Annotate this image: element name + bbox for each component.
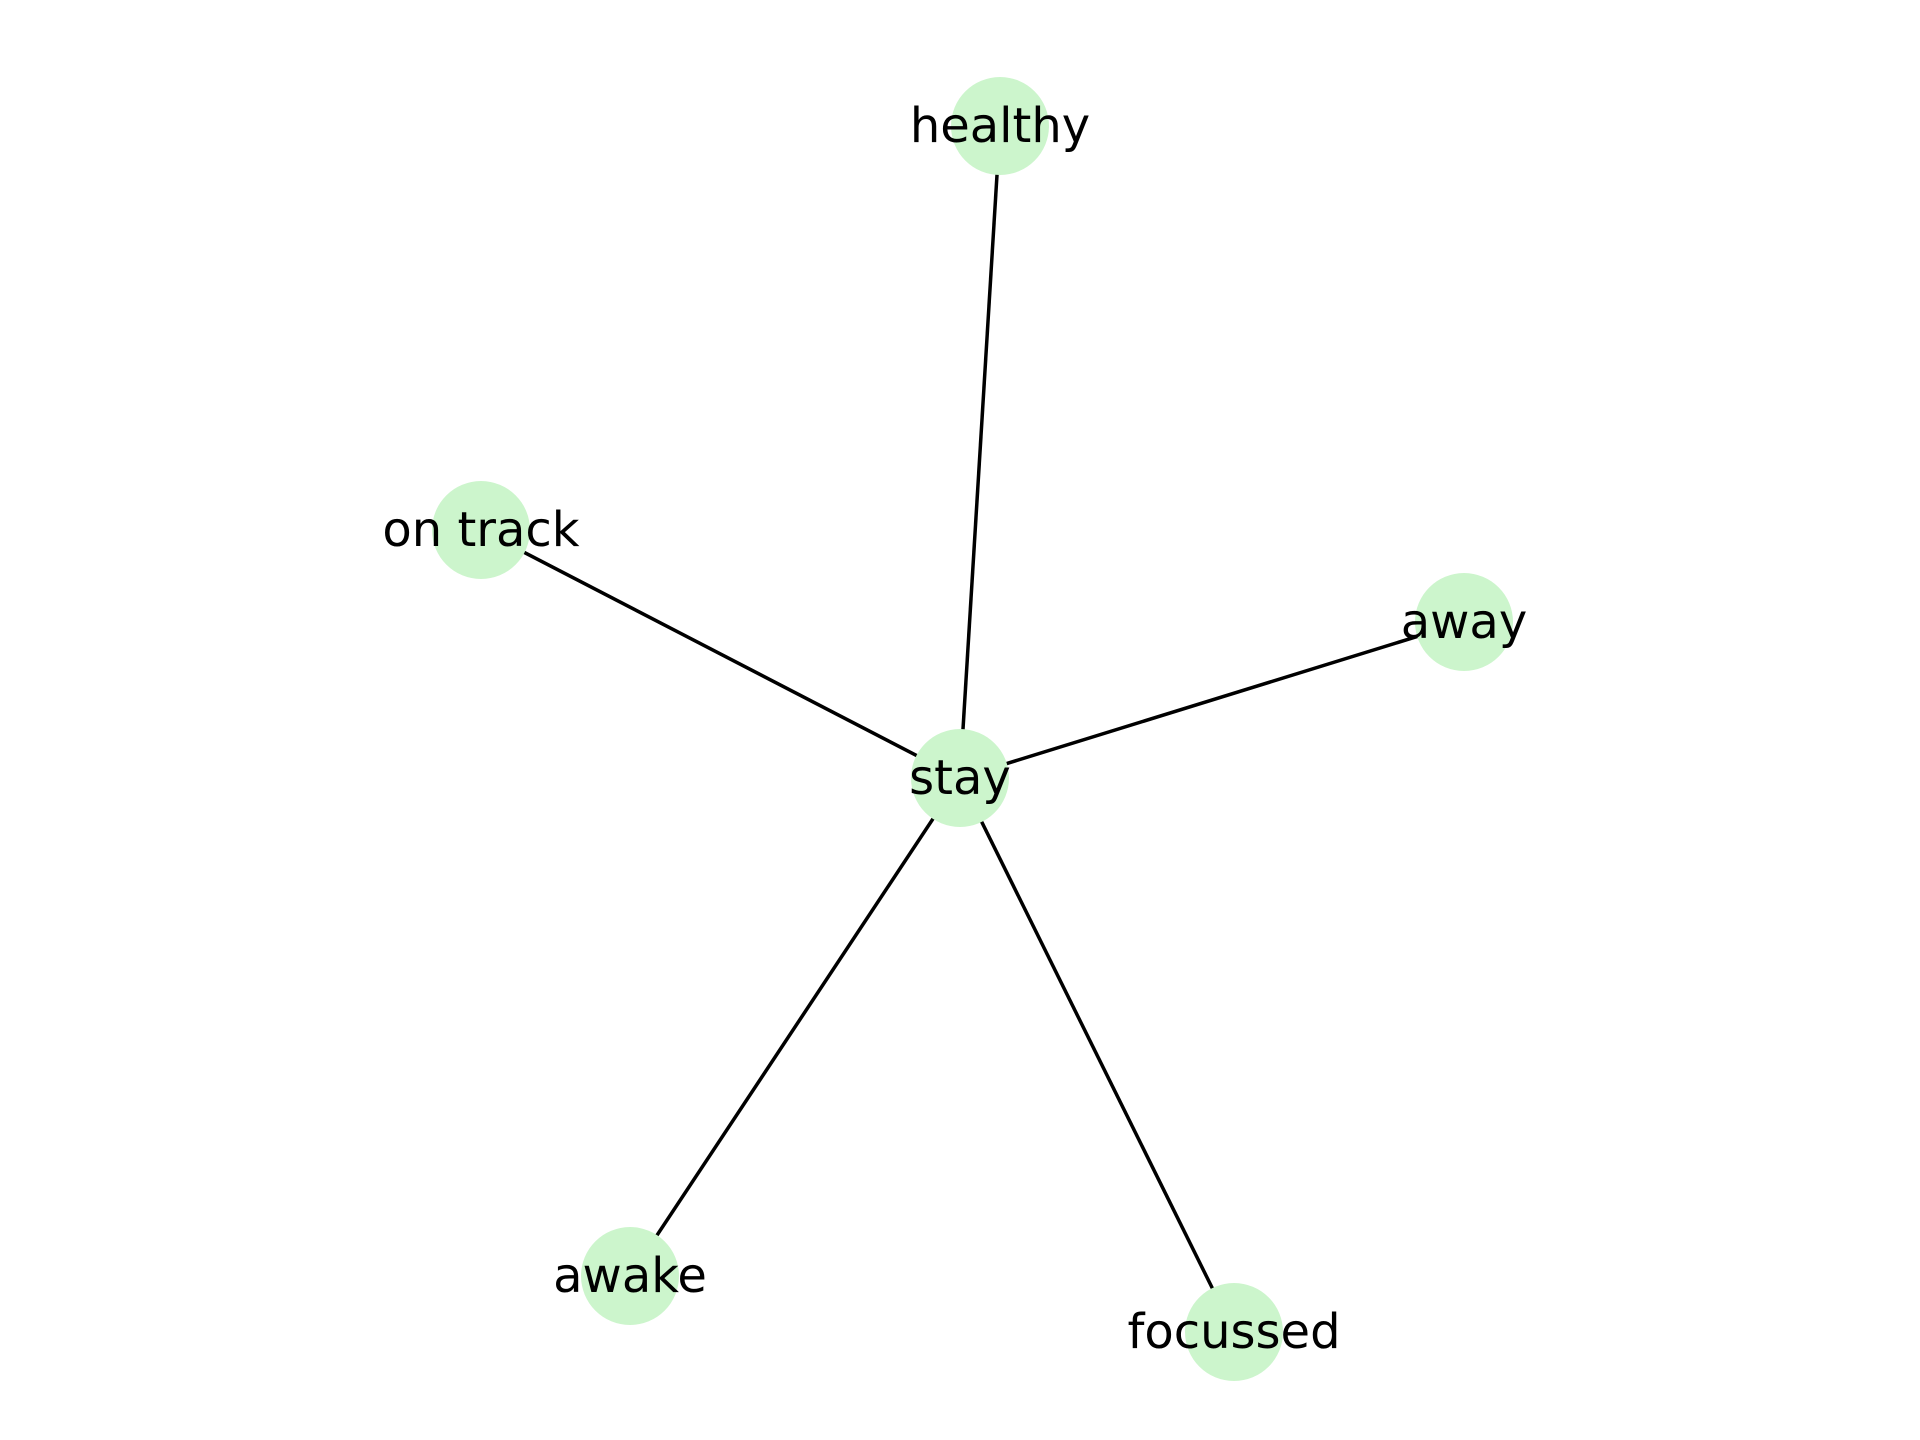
node-away: away xyxy=(1401,573,1528,671)
node-on-track: on track xyxy=(382,481,580,579)
node-circle-on-track xyxy=(432,481,530,579)
node-focussed: focussed xyxy=(1127,1283,1341,1381)
node-label-awake: awake xyxy=(553,1248,707,1304)
nodes-layer: stay healthy on track away awake focussed xyxy=(382,77,1527,1381)
node-circle-focussed xyxy=(1185,1283,1283,1381)
node-label-stay: stay xyxy=(909,750,1011,806)
node-circle-awake xyxy=(581,1227,679,1325)
node-label-focussed: focussed xyxy=(1127,1304,1340,1360)
edges-layer xyxy=(480,125,1465,1333)
node-label-healthy: healthy xyxy=(910,98,1090,154)
node-label-on-track: on track xyxy=(382,502,579,558)
edge-stay-on-track xyxy=(480,528,961,780)
node-healthy: healthy xyxy=(910,77,1090,175)
node-stay: stay xyxy=(909,729,1011,827)
edge-stay-awake xyxy=(628,777,962,1277)
edge-stay-away xyxy=(959,620,1465,780)
node-circle-away xyxy=(1415,573,1513,671)
node-awake: awake xyxy=(553,1227,707,1325)
node-circle-healthy xyxy=(951,77,1049,175)
edge-stay-focussed xyxy=(958,777,1236,1333)
edge-stay-healthy xyxy=(958,125,1002,779)
node-label-away: away xyxy=(1401,594,1528,650)
node-circle-stay xyxy=(911,729,1009,827)
